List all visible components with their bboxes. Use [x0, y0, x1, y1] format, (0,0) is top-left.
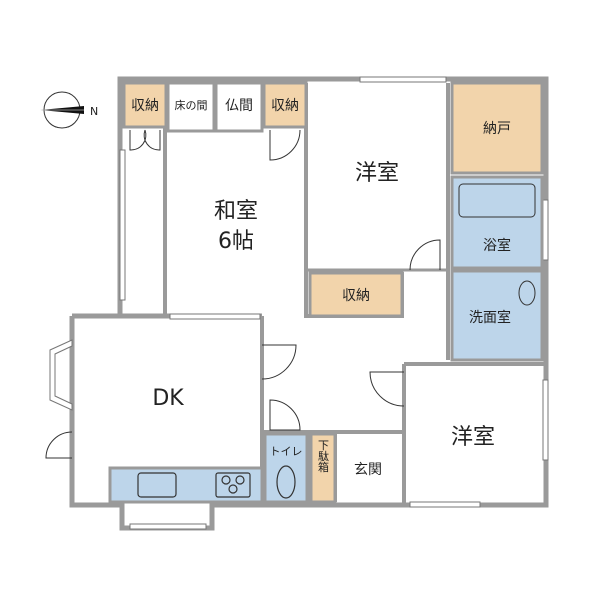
storage-3-label: 収納 [342, 288, 370, 304]
butsuma-room [214, 81, 264, 133]
western-room-2-label: 洋室 [451, 425, 495, 450]
entrance-label: 玄関 [354, 461, 382, 478]
kitchen-counter [108, 466, 264, 504]
bathroom-label: 浴室 [483, 237, 511, 254]
dk-label: DK [152, 386, 184, 411]
kitchen-sink-icon [137, 472, 177, 498]
toilet-label: トイレ [270, 445, 303, 458]
toilet-icon [276, 465, 296, 499]
nando-label: 納戸 [483, 121, 511, 137]
storage-room-1 [122, 81, 168, 129]
washroom-label: 洗面室 [469, 309, 511, 326]
tokonoma-room [166, 81, 216, 133]
washitsu-label: 和室 [214, 199, 258, 224]
butsuma-label: 仏間 [225, 98, 253, 114]
stove-icon [215, 472, 251, 498]
shoe-cabinet-label: 下駄箱 [317, 440, 330, 474]
compass-north-label: N [90, 105, 98, 118]
storage-room-3 [308, 271, 404, 318]
compass-icon [40, 91, 84, 129]
bathtub-icon [458, 183, 536, 218]
storage-1-label: 収納 [131, 98, 159, 114]
sink-icon [518, 280, 536, 306]
washroom-room [450, 269, 544, 362]
tokonoma-label: 床の間 [175, 98, 208, 112]
western-room-1-label: 洋室 [355, 161, 399, 186]
storage-2-label: 収納 [271, 98, 299, 114]
storage-room-2 [262, 81, 308, 129]
shoe-cabinet [309, 432, 337, 504]
doors [45, 129, 441, 459]
washitsu-size-label: 6帖 [218, 229, 254, 254]
nando-room [450, 81, 544, 175]
toilet-room [263, 432, 309, 504]
